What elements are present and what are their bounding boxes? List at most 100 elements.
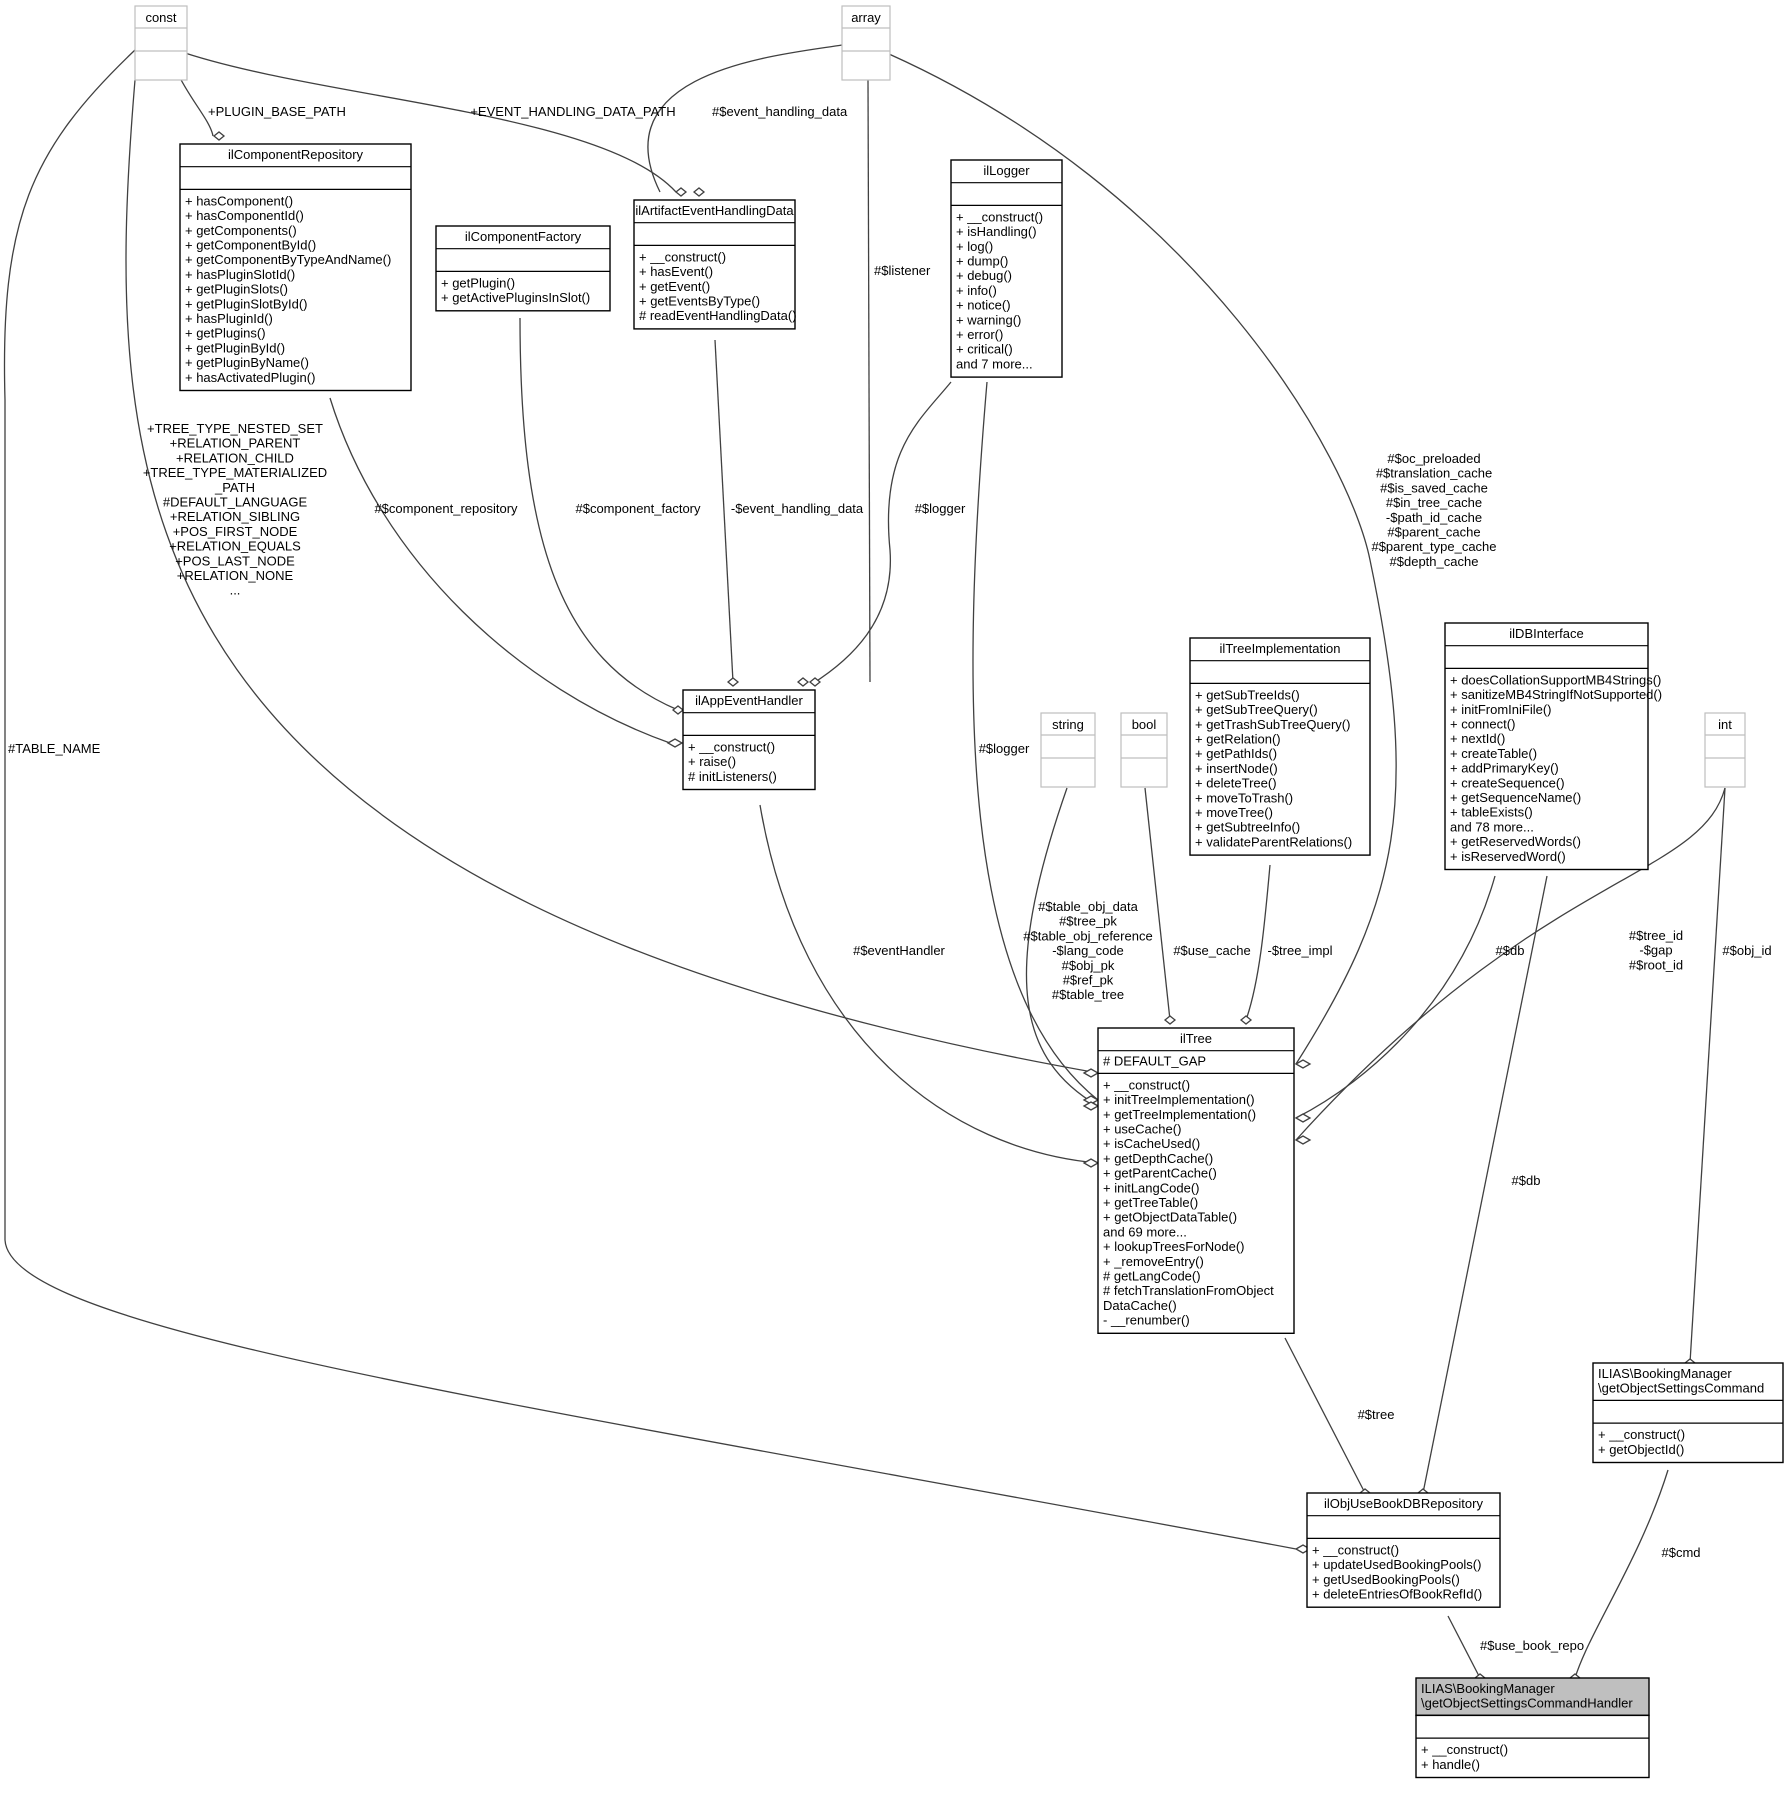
edge-label-line: #$in_tree_cache (1386, 495, 1482, 510)
edge-label-use-book-repo: #$use_book_repo (1480, 1638, 1584, 1653)
class-method: + getPathIds() (1195, 746, 1277, 761)
class-method: # fetchTranslationFromObject (1103, 1283, 1274, 1298)
node-int-title: int (1718, 717, 1732, 732)
edge-label-line: #DEFAULT_LANGUAGE (163, 495, 308, 510)
class-method: + getPluginById() (185, 340, 285, 355)
class-method: + updateUsedBookingPools() (1312, 1557, 1481, 1572)
edge-label-logger-tree: #$logger (979, 741, 1030, 756)
class-method: + hasPluginId() (185, 311, 273, 326)
edge-label-line: #$root_id (1629, 957, 1683, 972)
class-method: + getPluginSlots() (185, 282, 288, 297)
edge-labels: +PLUGIN_BASE_PATH +EVENT_HANDLING_DATA_P… (8, 104, 1772, 1653)
edge-label-line: +RELATION_SIBLING (170, 509, 300, 524)
class-method: + initTreeImplementation() (1103, 1092, 1255, 1107)
edge-label-line: #TABLE_NAME (8, 741, 101, 756)
class-title-line: \getObjectSettingsCommand (1598, 1381, 1764, 1396)
edge-label-line: #$use_book_repo (1480, 1638, 1584, 1653)
edge-label-line: #$cmd (1661, 1545, 1700, 1560)
class-method: + __construct() (1103, 1077, 1190, 1092)
class-method: + hasComponentId() (185, 208, 304, 223)
aggregation-diamonds (212, 131, 1697, 1683)
edge-label-line: +RELATION_EQUALS (169, 539, 301, 554)
class-method: + raise() (688, 754, 736, 769)
class-title: ilTree (1180, 1031, 1212, 1046)
class-method: + lookupTreesForNode() (1103, 1239, 1245, 1254)
edge-label-line: #$eventHandler (853, 943, 945, 958)
class-method: + initFromIniFile() (1450, 702, 1552, 717)
edge-label-component-repository: #$component_repository (374, 501, 518, 516)
edge-label-line: +RELATION_NONE (177, 568, 294, 583)
class-node-ilArtifactEventHandlingData: ilArtifactEventHandlingData+ __construct… (633, 199, 797, 330)
class-method: + hasEvent() (639, 264, 713, 279)
class-title: ilAppEventHandler (695, 693, 803, 708)
class-method: + moveTree() (1195, 805, 1273, 820)
class-method: + getComponentById() (185, 238, 316, 253)
edge-label-line: +POS_LAST_NODE (175, 553, 295, 568)
class-method: + getUsedBookingPools() (1312, 1572, 1460, 1587)
edge-label-line: #$db (1496, 943, 1525, 958)
edge-label-line: +TREE_TYPE_NESTED_SET (147, 421, 323, 436)
class-title-line: ILIAS\BookingManager (1421, 1681, 1555, 1696)
class-method: + deleteTree() (1195, 776, 1277, 791)
edge-label-line: #$obj_id (1722, 943, 1771, 958)
class-title: ILIAS\BookingManager\getObjectSettingsCo… (1421, 1681, 1633, 1711)
edge-label-line: -$lang_code (1052, 943, 1124, 958)
class-method: + hasActivatedPlugin() (185, 370, 315, 385)
class-title-line: ilComponentFactory (465, 229, 582, 244)
edge-label-line: -$tree_impl (1267, 943, 1332, 958)
class-method: + handle() (1421, 1757, 1480, 1772)
class-method: + __construct() (1598, 1427, 1685, 1442)
class-method: + getActivePluginsInSlot() (441, 290, 590, 305)
class-method: + hasComponent() (185, 193, 293, 208)
class-method: + nextId() (1450, 731, 1505, 746)
edge-label-listener: #$listener (874, 263, 931, 278)
edge-label-line: #$parent_cache (1387, 525, 1480, 540)
edge-label-line: +EVENT_HANDLING_DATA_PATH (470, 104, 675, 119)
class-method: + getTreeTable() (1103, 1195, 1198, 1210)
class-method: + getPluginSlotById() (185, 296, 307, 311)
node-string-title: string (1052, 717, 1084, 732)
class-method: + getObjectDataTable() (1103, 1210, 1237, 1225)
class-method: + __construct() (1312, 1542, 1399, 1557)
class-method: and 69 more... (1103, 1224, 1187, 1239)
node-int: int (1704, 712, 1746, 788)
class-method: + error() (956, 327, 1003, 342)
edge-label-component-factory: #$component_factory (575, 501, 701, 516)
class-attribute: # DEFAULT_GAP (1103, 1054, 1206, 1069)
class-node-ilAppEventHandler: ilAppEventHandler+ __construct()+ raise(… (682, 689, 816, 791)
class-node-ilTreeImplementation: ilTreeImplementation+ getSubTreeIds()+ g… (1189, 637, 1371, 856)
class-method: + _removeEntry() (1103, 1254, 1204, 1269)
edge-label-line: #$tree_id (1629, 928, 1683, 943)
class-method: + createTable() (1450, 746, 1537, 761)
class-method: + getReservedWords() (1450, 834, 1581, 849)
class-method: + insertNode() (1195, 761, 1278, 776)
edge-label-line: #$logger (915, 501, 966, 516)
class-method: + getParentCache() (1103, 1166, 1217, 1181)
class-method: and 78 more... (1450, 819, 1534, 834)
class-method: + getPlugin() (441, 275, 515, 290)
class-method: + addPrimaryKey() (1450, 761, 1559, 776)
node-array: array (841, 5, 891, 81)
class-method: + __construct() (956, 209, 1043, 224)
edge-label-db-tree: #$db (1496, 943, 1525, 958)
edge-label-line: #$db (1512, 1173, 1541, 1188)
class-method: + getEventsByType() (639, 294, 760, 309)
class-method: # getLangCode() (1103, 1269, 1201, 1284)
edge-label-line: #$component_factory (575, 501, 701, 516)
edge-label-line: #$oc_preloaded (1387, 451, 1480, 466)
class-node-ilTree: ilTree # DEFAULT_GAP + __construct()+ init… (1097, 1027, 1295, 1334)
class-method: + getRelation() (1195, 732, 1281, 747)
edge-label-line: #$parent_type_cache (1371, 539, 1496, 554)
class-title-line: ILIAS\BookingManager (1598, 1366, 1732, 1381)
edge-label-event-handling-data-priv: -$event_handling_data (731, 501, 864, 516)
class-method: + __construct() (639, 249, 726, 264)
edge-label-line: _PATH (214, 480, 255, 495)
class-method: + dump() (956, 254, 1008, 269)
edge-label-cmd: #$cmd (1661, 1545, 1700, 1560)
node-array-title: array (851, 10, 881, 25)
node-bool: bool (1120, 712, 1168, 788)
edge-label-line: #$is_saved_cache (1380, 480, 1488, 495)
class-title-line: ilComponentRepository (228, 147, 364, 162)
class-title-line: ilAppEventHandler (695, 693, 803, 708)
